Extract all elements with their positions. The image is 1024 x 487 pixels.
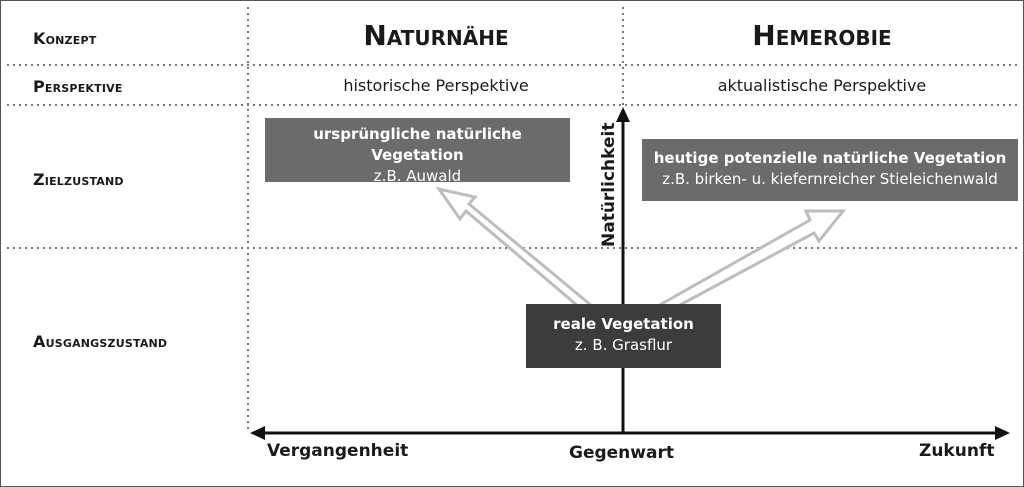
row-label-konzept: Konzept <box>33 29 97 48</box>
row-label-ausgangszustand: Ausgangszustand <box>33 332 168 351</box>
column-title-naturnaehe: Naturnähe <box>363 19 509 52</box>
box-real-example: z. B. Grasflur <box>574 336 673 354</box>
x-axis-label-future: Zukunft <box>919 441 995 461</box>
box-original-example: z.B. Auwald <box>373 167 462 185</box>
box-original-title: ursprüngliche natürliche Vegetation <box>313 125 522 164</box>
row-label-perspektive: Perspektive <box>33 77 123 96</box>
x-axis-right-arrowhead <box>995 426 1010 440</box>
x-axis-label-present: Gegenwart <box>569 443 674 463</box>
box-real-vegetation: reale Vegetation z. B. Grasflur <box>526 304 721 368</box>
y-axis-label: Natürlichkeit <box>599 122 619 247</box>
box-real-title: reale Vegetation <box>553 315 694 333</box>
column-title-hemerobie: Hemerobie <box>752 19 892 52</box>
row-label-zielzustand: Zielzustand <box>33 170 124 189</box>
box-potential-example: z.B. birken- u. kiefernreicher Stieleich… <box>662 170 998 188</box>
arrow-to-original <box>435 186 595 314</box>
box-potential-title: heutige potenzielle natürliche Vegetatio… <box>653 149 1007 167</box>
box-potential-vegetation: heutige potenzielle natürliche Vegetatio… <box>642 139 1018 201</box>
x-axis-left-arrowhead <box>250 426 265 440</box>
x-axis-label-past: Vergangenheit <box>267 441 409 461</box>
arrow-to-potential <box>655 209 847 315</box>
y-axis-arrowhead <box>616 107 630 122</box>
perspective-historical: historische Perspektive <box>343 76 529 95</box>
perspective-actualistic: aktualistische Perspektive <box>717 76 927 95</box>
box-original-vegetation: ursprüngliche natürliche Vegetation z.B.… <box>265 118 570 185</box>
